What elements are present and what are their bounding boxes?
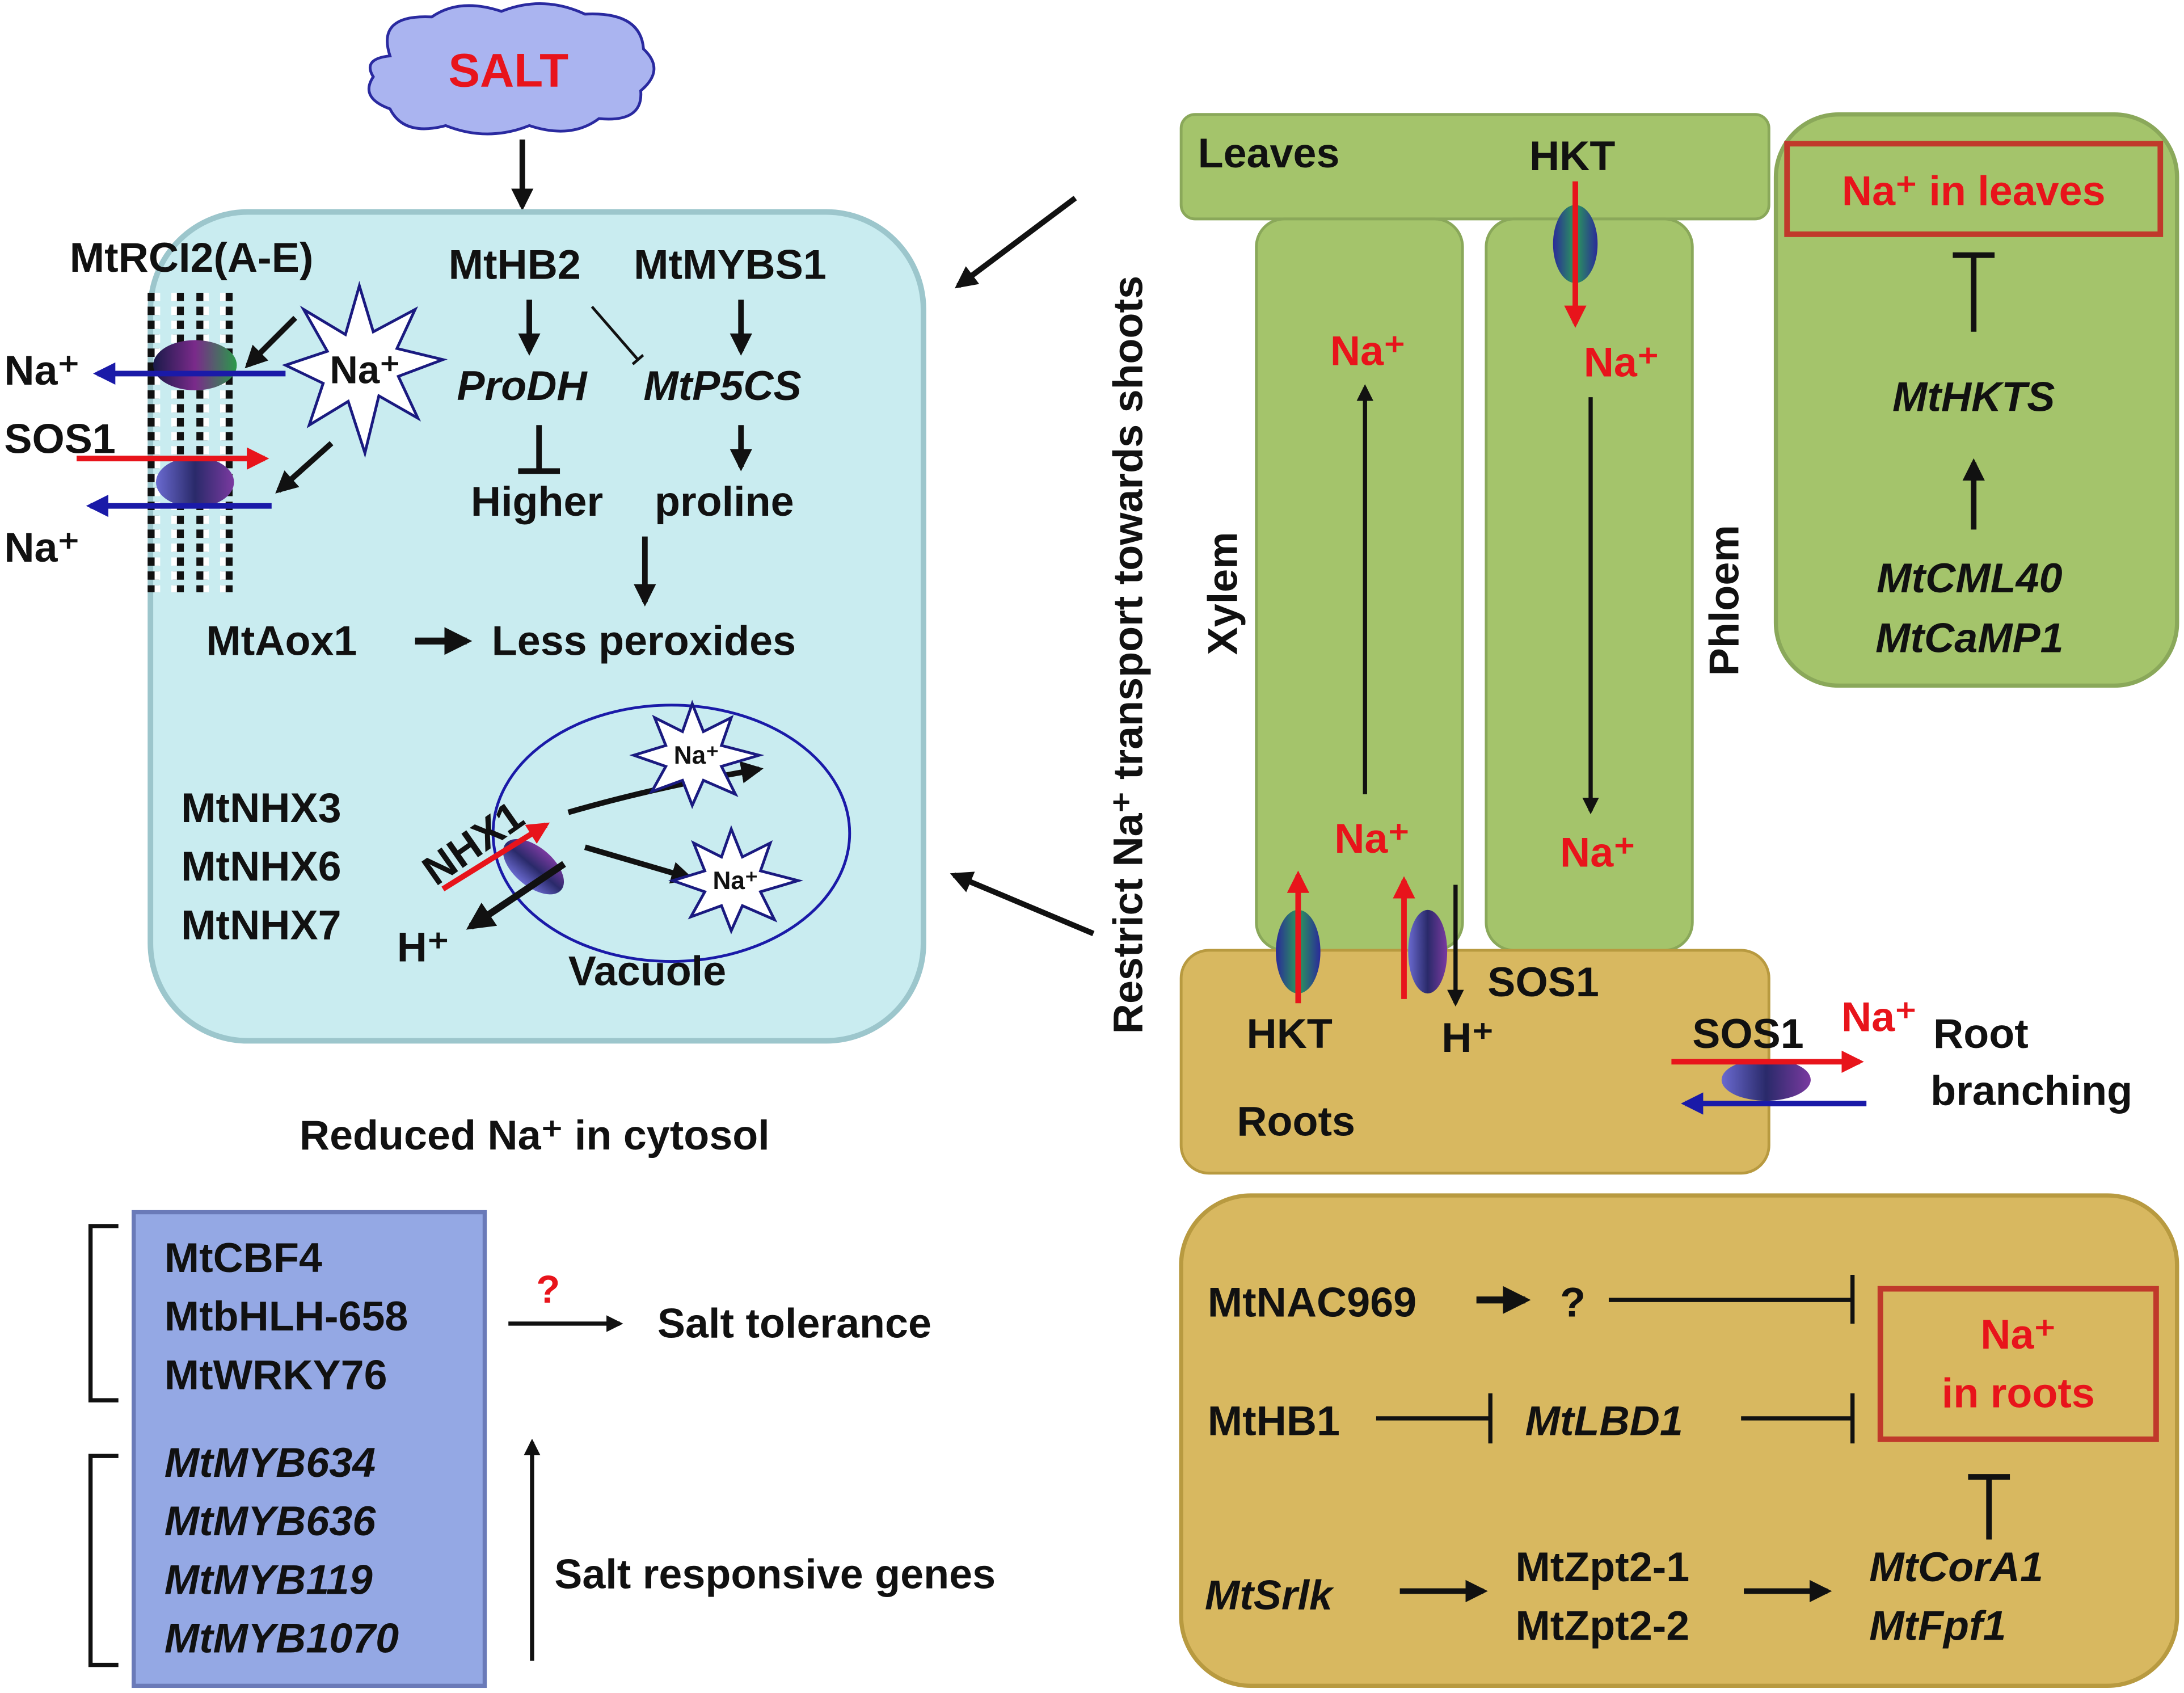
arrow	[244, 315, 298, 369]
vac-na-label: Na⁺	[713, 867, 758, 895]
question-mark: ?	[536, 1267, 560, 1311]
gene-list-regulators: MtCBF4 MtbHLH-658 MtWRKY76	[165, 1234, 408, 1398]
leaves-label: Leaves	[1198, 129, 1340, 176]
root-branching-label: Root	[1933, 1010, 2029, 1057]
na-label: Na⁺	[4, 524, 79, 571]
xylem-label: Xylem	[1199, 532, 1246, 655]
na-in-leaves-box	[1784, 141, 2164, 237]
arrow	[950, 871, 1095, 936]
na-star-icon	[668, 825, 804, 934]
vacuole-label: Vacuole	[568, 947, 726, 994]
gene-label: MtMYB634	[165, 1439, 376, 1486]
zpt2-label: MtZpt2-2	[1515, 1602, 1689, 1649]
nhx6-label: MtNHX6	[181, 843, 341, 890]
root-branching-label: branching	[1930, 1067, 2132, 1114]
gene-box	[132, 1210, 487, 1688]
nhx3-label: MtNHX3	[181, 784, 341, 831]
na-label: Na⁺	[1334, 815, 1410, 862]
na-star-label: Na⁺	[330, 348, 400, 392]
sos1-label: SOS1	[4, 415, 116, 462]
mtnac969-label: MtNAC969	[1208, 1279, 1416, 1326]
nhx1-transporter	[503, 839, 564, 895]
h-plus-label: H⁺	[397, 924, 449, 971]
reduced-na-label: Reduced Na⁺ in cytosol	[300, 1111, 770, 1159]
mtmybs1-label: MtMYBS1	[634, 241, 827, 288]
hkt-root-label: HKT	[1247, 1010, 1333, 1057]
vac-na-label: Na⁺	[674, 742, 719, 769]
higher-label: Higher	[471, 478, 603, 525]
gene-list-myb: MtMYB634 MtMYB636 MtMYB119 MtMYB1070	[165, 1439, 399, 1661]
mtlbd1-label: MtLBD1	[1525, 1397, 1683, 1444]
gene-label: MtWRKY76	[165, 1351, 387, 1398]
h-plus-label: H⁺	[1441, 1014, 1494, 1061]
gene-label: MtMYB119	[165, 1556, 373, 1603]
gene-label: MtMYB636	[165, 1497, 376, 1544]
mtp5cs-label: MtP5CS	[643, 362, 801, 409]
mtcamp1-label: MtCaMP1	[1875, 614, 2063, 661]
salt-label: SALT	[448, 44, 568, 97]
na-label: Na⁺	[1980, 1311, 2056, 1358]
mthkts-label: MtHKTS	[1892, 373, 2055, 420]
na-in-leaves-label: Na⁺ in leaves	[1842, 167, 2106, 214]
na-label: Na⁺	[1330, 327, 1406, 374]
leaf-regulation-box	[1773, 112, 2179, 688]
arrow	[584, 844, 694, 884]
h-arrow	[441, 822, 550, 892]
mtcml40-label: MtCML40	[1877, 554, 2062, 601]
prodh-label: ProDH	[457, 362, 588, 409]
arrow	[275, 441, 334, 494]
sos1-root-label: SOS1	[1487, 958, 1599, 1005]
hkt-top-label: HKT	[1529, 132, 1615, 179]
sos1-outer-label: SOS1	[1692, 1010, 1804, 1057]
gene-label: MtCBF4	[165, 1234, 322, 1281]
brackets	[88, 1224, 119, 1667]
na-in-roots-box	[1877, 1286, 2159, 1442]
leaves-box	[1179, 113, 1770, 221]
sos1-root-transporter	[1408, 909, 1448, 994]
mtrci2-label: MtRCI2(A-E)	[70, 234, 314, 281]
mtsrlk-label: MtSrlk	[1205, 1571, 1335, 1618]
roots-label: Roots	[1237, 1097, 1355, 1144]
vacuole	[491, 704, 851, 963]
zpt1-label: MtZpt2-1	[1515, 1543, 1689, 1590]
inhibit	[591, 305, 644, 365]
less-peroxides-label: Less peroxides	[492, 617, 796, 664]
inhibit	[1953, 252, 1995, 332]
inhibit	[1608, 1275, 1855, 1324]
inhibit	[518, 425, 560, 474]
salt-tolerance-label: Salt tolerance	[657, 1300, 931, 1347]
gene-label: MtbHLH-658	[165, 1292, 408, 1340]
question-mark: ?	[1560, 1279, 1586, 1326]
cora1-label: MtCorA1	[1869, 1543, 2043, 1590]
inhibit	[1376, 1393, 1492, 1444]
na-label: Na⁺	[1584, 338, 1659, 385]
na-label: Na⁺	[1841, 993, 1917, 1040]
arrow	[954, 196, 1077, 289]
proline-label: proline	[655, 478, 794, 525]
inhibit	[1968, 1474, 2010, 1540]
mtaox1-label: MtAox1	[206, 617, 357, 664]
restrict-label: Restrict Na⁺ transport towards shoots	[1104, 276, 1151, 1034]
in-roots-label: in roots	[1942, 1369, 2095, 1416]
na-label: Na⁺	[4, 347, 79, 394]
sos1-outer-transporter	[1721, 1059, 1811, 1101]
inhibit	[1741, 1393, 1855, 1444]
mthb2-label: MtHB2	[449, 241, 581, 288]
na-star-icon	[281, 281, 448, 458]
na-label: Na⁺	[1560, 829, 1635, 876]
gene-label: MtMYB1070	[165, 1614, 399, 1661]
sos1-transporter	[156, 457, 234, 508]
nhx7-label: MtNHX7	[181, 901, 341, 948]
salt-responsive-label: Salt responsive genes	[554, 1550, 996, 1597]
na-star-icon	[629, 700, 765, 809]
arrow	[466, 861, 566, 930]
salt-cloud: SALT	[367, 2, 656, 136]
mthb1-label: MtHB1	[1208, 1397, 1340, 1444]
root-regulation-box	[1179, 1193, 2179, 1688]
phloem-label: Phloem	[1700, 525, 1747, 676]
fpf1-label: MtFpf1	[1869, 1602, 2006, 1649]
mtrci2-transporter	[153, 340, 237, 390]
